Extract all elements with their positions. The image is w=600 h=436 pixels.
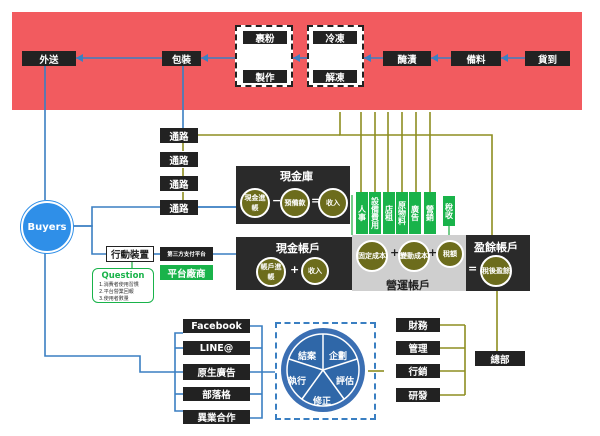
cost-tag-ads: 廣告 — [409, 192, 421, 234]
cycle-close-label: 結案 — [298, 352, 317, 362]
cost-tag-personnel: 人事 — [356, 192, 368, 234]
olive-wires — [182, 112, 498, 396]
cost-tag-marketing: 營銷 — [424, 192, 436, 234]
cost-tag-equipment: 設備費用 — [369, 192, 381, 234]
plus-operator: + — [290, 263, 300, 276]
channel-road-2: 通路 — [160, 152, 198, 167]
channel-partnership: 異業合作 — [183, 410, 250, 424]
channel-blog: 部落格 — [183, 387, 250, 401]
operations-account-title: 營運帳戶 — [386, 279, 430, 292]
cash-reserve-title: 現金庫 — [280, 170, 313, 183]
prep-box: 備料 — [451, 51, 501, 66]
supply-arrow-heads — [76, 54, 508, 62]
cycle-evaluate-label: 評估 — [336, 377, 355, 387]
question-line: 1.消費者使用習慣 — [99, 282, 139, 288]
dept-finance: 財務 — [396, 318, 440, 332]
channel-road-1: 通路 — [160, 128, 198, 143]
cycle-plan-label: 企劃 — [329, 352, 348, 362]
plus-operator-3: + — [428, 246, 438, 259]
headquarters-box: 總部 — [475, 351, 525, 366]
cycle-revise-label: 修正 — [313, 397, 332, 407]
surplus-account-title: 盈餘帳戶 — [474, 241, 518, 254]
channel-road-4: 通路 — [160, 200, 198, 215]
thaw-box: 解凍 — [313, 70, 357, 84]
dept-rnd: 研發 — [396, 388, 440, 402]
cycle-frame — [275, 322, 376, 420]
channel-native-ads: 原生廣告 — [183, 364, 250, 380]
making-box: 製作 — [243, 70, 287, 84]
cost-tag-materials: 原物料 — [396, 192, 408, 234]
fixed-cost-node: 固定成本 — [356, 240, 388, 272]
third-party-payment-box: 第三方支付平台 — [160, 247, 213, 261]
dept-marketing: 行銷 — [396, 364, 440, 378]
cycle-wheel — [281, 328, 365, 412]
equals-operator-2: = — [468, 262, 478, 275]
channel-line: LINE@ — [183, 341, 250, 355]
equals-operator: = — [311, 194, 321, 207]
buyers-node: Buyers — [21, 201, 73, 253]
account-income-node: 收入 — [301, 257, 329, 285]
minus-operator: − — [272, 194, 282, 207]
reserve-fund-node: 預備款 — [280, 188, 310, 218]
cash-in-node: 現金進帳 — [240, 188, 270, 218]
dept-management: 管理 — [396, 341, 440, 355]
cash-account-panel — [236, 237, 354, 290]
account-in-node: 帳戶進帳 — [256, 257, 286, 287]
after-tax-surplus-node: 稅後盈餘 — [480, 255, 512, 287]
freeze-box: 冷凍 — [313, 31, 357, 45]
question-line: 2.平台營業回報 — [99, 289, 134, 295]
arrival-box: 貨到 — [525, 51, 570, 66]
variable-cost-node: 變動成本 — [398, 240, 430, 272]
tax-node: 稅額 — [436, 240, 464, 268]
coating-box: 裹粉 — [243, 31, 287, 45]
question-bubble: Question 1.消費者使用習慣 2.平台營業回報 3.使用者數量 — [92, 268, 154, 303]
packaging-box: 包裝 — [162, 51, 201, 66]
channel-facebook: Facebook — [183, 319, 250, 333]
plus-operator-2: + — [390, 246, 400, 259]
cost-tag-rent: 店租 — [383, 192, 395, 234]
question-line: 3.使用者數量 — [99, 296, 129, 302]
marinate-box: 醃漬 — [383, 51, 431, 66]
tax-tag: 稅收 — [443, 196, 455, 226]
mobile-device-box: 行動裝置 — [106, 246, 154, 262]
platform-vendor-box: 平台廠商 — [160, 265, 213, 280]
cycle-execute-label: 執行 — [288, 377, 307, 387]
question-title: Question — [101, 271, 145, 281]
cash-account-title: 現金帳戶 — [276, 242, 320, 255]
reserve-income-node: 收入 — [318, 188, 348, 218]
channel-road-3: 通路 — [160, 176, 198, 191]
takeout-box: 外送 — [22, 51, 76, 66]
